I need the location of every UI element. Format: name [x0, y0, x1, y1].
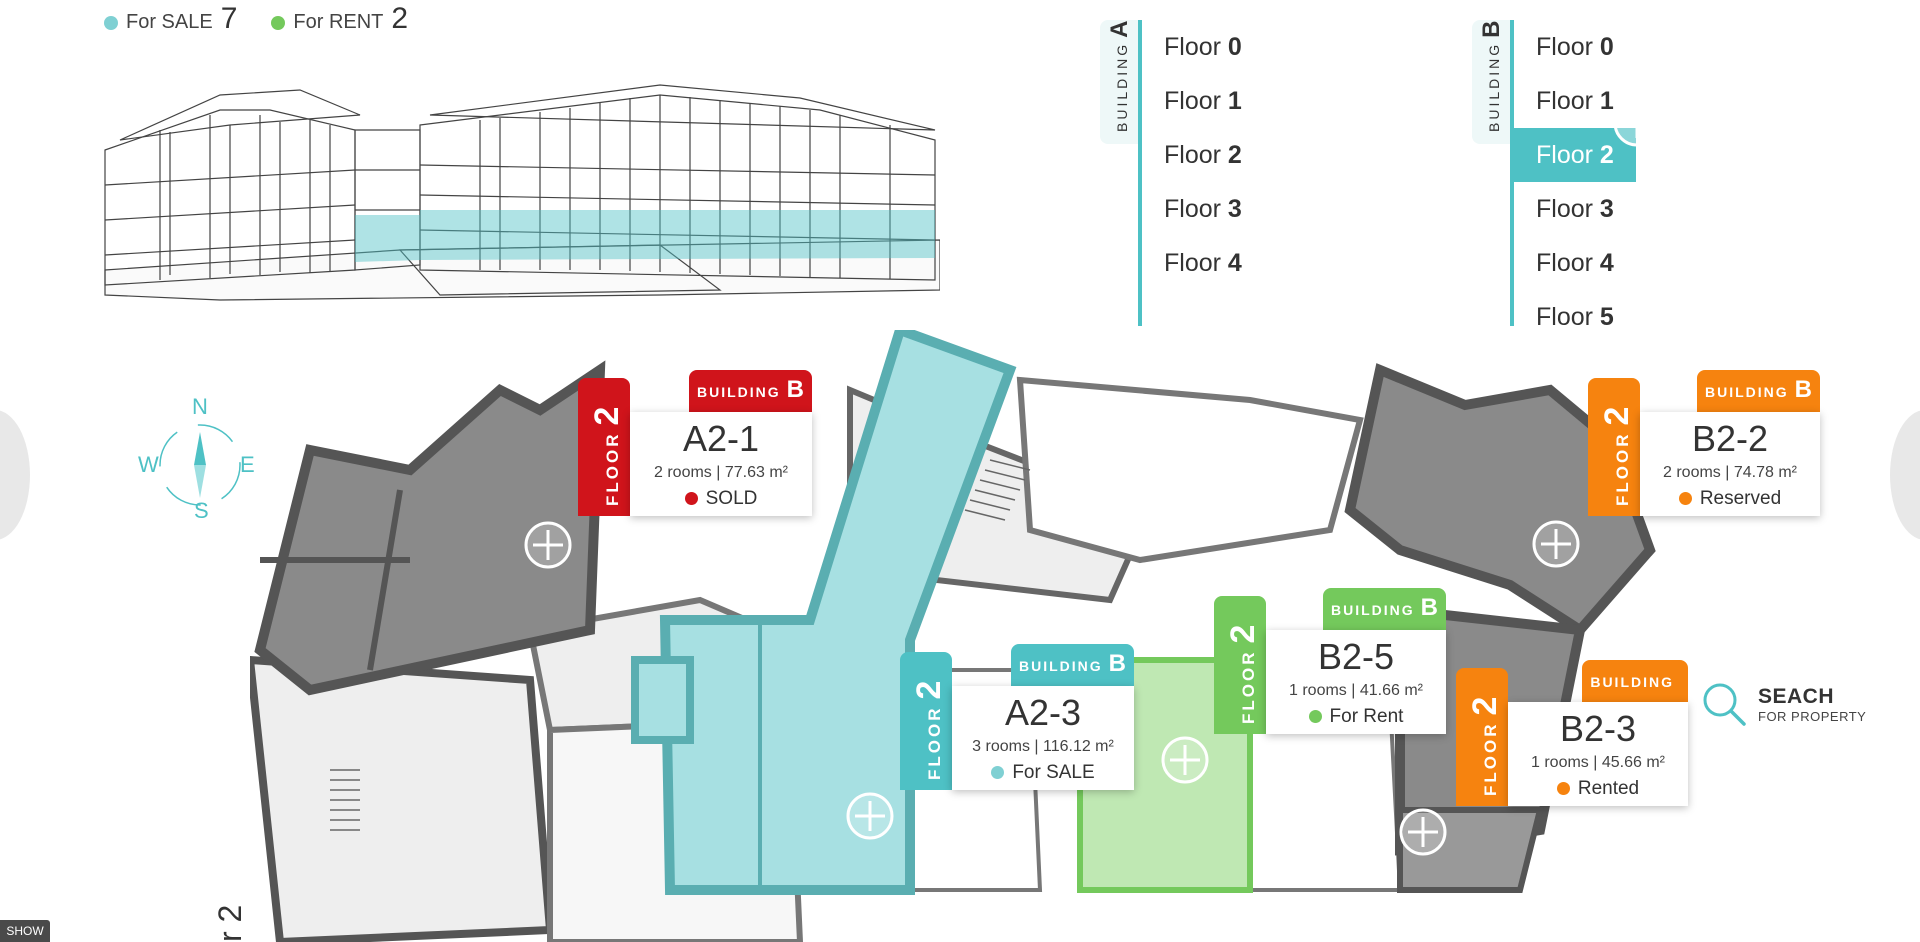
compass-north: N [192, 394, 208, 419]
unit-name: B2-2 [1691, 418, 1769, 459]
search-subtitle: FOR PROPERTY [1758, 708, 1867, 724]
for-sale-count: 7 [220, 2, 238, 35]
building-a-floor-line [1138, 20, 1142, 326]
for-sale-dot-icon [991, 766, 1005, 780]
for-rent-dot-icon [271, 15, 286, 30]
unit-info: 3 rooms | 116.12 m² [972, 738, 1114, 755]
building-b-floor-5[interactable]: Floor 5 [1536, 303, 1614, 331]
building-elevation[interactable] [100, 70, 940, 370]
search-icon [1703, 683, 1746, 726]
search-property-button[interactable]: SEACH FOR PROPERTY [1700, 674, 1910, 734]
unit-b2-5-plus-icon [1161, 736, 1209, 784]
unit-name: A2-3 [1004, 692, 1082, 733]
for-rent-dot-icon [1308, 710, 1322, 724]
building-a-floor-3[interactable]: Floor 3 [1164, 195, 1242, 223]
building-b-tab: BUILDINGB [1472, 20, 1510, 144]
for-sale-dot-icon [104, 15, 118, 30]
prev-arrow-button[interactable] [0, 410, 30, 540]
next-arrow-button[interactable] [1890, 410, 1920, 540]
floor-tab: FLOOR2 [900, 652, 952, 790]
floor-tab: FLOOR2 [1588, 378, 1640, 516]
unit-status: SOLD [630, 488, 812, 510]
selected-floor-highlight [420, 210, 935, 260]
building-a-floor-0[interactable]: Floor 0 [1164, 33, 1242, 61]
building-tab: BUILDING [1582, 660, 1688, 702]
unit-b2-2-plus-icon [1532, 520, 1580, 568]
building-b-floor-1[interactable]: Floor 1 [1536, 87, 1614, 115]
unit-b2-2-area [1344, 363, 1656, 637]
unit-b2-3-plus-icon [1399, 808, 1447, 856]
reserved-dot-icon [1678, 492, 1692, 506]
cursor-plus-icon [1613, 99, 1661, 147]
compass-south: S [194, 498, 209, 523]
compass-rose-icon [159, 424, 241, 506]
floor-tab: FLOOR2 [578, 378, 630, 516]
unit-info: 2 rooms | 77.63 m² [654, 464, 788, 481]
compass-west: W [138, 452, 159, 477]
building-a-floor-4[interactable]: Floor 4 [1164, 249, 1242, 277]
unit-name: B2-5 [1317, 636, 1395, 677]
sold-dot-icon [684, 492, 698, 506]
building-a-floor-2[interactable]: Floor 2 [1164, 141, 1242, 169]
unit-a2-3-plus-icon [846, 792, 894, 840]
unit-a2-1-plus-icon [524, 521, 572, 569]
unit-status: Rented [1508, 778, 1688, 800]
building-a-floor-selector: BUILDINGA Floor 0 Floor 1 Floor 2 Floor … [1100, 20, 1340, 326]
building-b-floor-line [1510, 20, 1514, 326]
floor-tab: FLOOR2 [1456, 668, 1508, 806]
unit-status: Reserved [1640, 488, 1820, 510]
show-button[interactable]: SHOW [0, 920, 50, 942]
rented-dot-icon [1556, 782, 1570, 796]
building-a-tab: BUILDINGA [1100, 20, 1138, 144]
unit-info: 1 rooms | 45.66 m² [1531, 754, 1665, 771]
plan-floor-label: r 2 [212, 904, 248, 942]
unit-a2-3-area [659, 330, 1017, 895]
compass-east: E [240, 452, 255, 477]
unit-a2-1-area [254, 360, 606, 696]
unit-info: 2 rooms | 74.78 m² [1663, 464, 1797, 481]
compass: N S E W [130, 394, 270, 530]
unit-status: For Rent [1266, 706, 1446, 728]
building-b-floor-0[interactable]: Floor 0 [1536, 33, 1614, 61]
building-b-floor-4[interactable]: Floor 4 [1536, 249, 1614, 277]
floor-plan [250, 330, 1656, 942]
unit-status: For SALE [952, 762, 1134, 784]
for-rent-count: 2 [391, 2, 409, 35]
unit-name: B2-3 [1559, 708, 1637, 749]
building-b-floor-selector: BUILDINGB Floor 0 Floor 1 Floor 2 Floor … [1472, 20, 1712, 331]
building-b-floor-3[interactable]: Floor 3 [1536, 195, 1614, 223]
floor-tab: FLOOR2 [1214, 596, 1266, 734]
building-b-floor-2[interactable]: Floor 2 [1514, 128, 1636, 182]
unit-name: A2-1 [682, 418, 760, 459]
building-a-floor-1[interactable]: Floor 1 [1164, 87, 1242, 115]
unit-info: 1 rooms | 41.66 m² [1289, 682, 1423, 699]
unit-card-b2-3[interactable]: FLOOR2 BUILDING B2-3 1 rooms | 45.66 m² … [1456, 660, 1688, 806]
search-title: SEACH [1758, 684, 1835, 708]
